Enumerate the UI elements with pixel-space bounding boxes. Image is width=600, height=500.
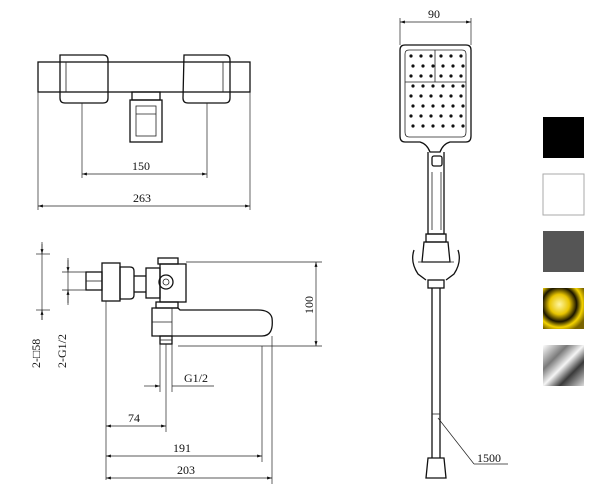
spray-hole (461, 124, 465, 128)
spray-hole (449, 114, 453, 118)
spray-hole (451, 124, 455, 128)
spray-hole (461, 104, 465, 108)
side-view-mixer: 2-□58 2-G1/2 100 G1/2 74 191 203 (29, 242, 322, 484)
spray-hole (419, 54, 423, 58)
spray-hole (459, 94, 463, 98)
spray-hole (411, 124, 415, 128)
spray-hole (409, 54, 413, 58)
swatch-white (542, 173, 585, 216)
swatch-gold (543, 288, 584, 329)
spray-hole (419, 74, 423, 78)
spray-hole (439, 74, 443, 78)
spray-hole (459, 114, 463, 118)
spray-hole (441, 84, 445, 88)
spray-hole (429, 94, 433, 98)
spray-hole (411, 84, 415, 88)
dim-side-thread: 2-G1/2 (55, 334, 69, 368)
spray-hole (461, 84, 465, 88)
spray-hole (459, 74, 463, 78)
spray-hole (411, 64, 415, 68)
dim-150: 150 (132, 159, 150, 173)
dim-191: 191 (173, 441, 191, 455)
spray-hole (459, 54, 463, 58)
spray-hole (411, 104, 415, 108)
spray-hole (431, 84, 435, 88)
spray-hole (441, 64, 445, 68)
spray-hole (461, 64, 465, 68)
spray-hole (451, 84, 455, 88)
spray-hole (421, 84, 425, 88)
spray-hole (449, 94, 453, 98)
spray-hole (409, 114, 413, 118)
spray-hole (431, 64, 435, 68)
spray-hole (429, 74, 433, 78)
hand-shower: 90 1500 (399, 7, 508, 479)
spray-hole (429, 114, 433, 118)
spray-holes (409, 54, 465, 128)
spray-hole (421, 104, 425, 108)
spray-hole (421, 64, 425, 68)
dim-1500: 1500 (477, 451, 501, 465)
spray-hole (421, 124, 425, 128)
swatch-black (543, 117, 584, 158)
spray-hole (439, 54, 443, 58)
dim-74: 74 (128, 411, 140, 425)
dim-90: 90 (428, 7, 440, 21)
top-view-mixer: 150 263 (37, 54, 251, 210)
spray-hole (419, 94, 423, 98)
spray-hole (419, 114, 423, 118)
spray-hole (449, 74, 453, 78)
spray-hole (441, 124, 445, 128)
dim-263: 263 (133, 191, 151, 205)
finish-swatches (542, 117, 585, 386)
spray-hole (409, 74, 413, 78)
spray-hole (441, 104, 445, 108)
spray-hole (451, 104, 455, 108)
spray-hole (409, 94, 413, 98)
swatch-chrome (543, 345, 584, 386)
spray-hole (439, 114, 443, 118)
spray-hole (431, 104, 435, 108)
swatch-gunmetal (543, 231, 584, 272)
dim-g12: G1/2 (184, 371, 208, 385)
dim-100: 100 (302, 296, 316, 314)
spray-hole (431, 124, 435, 128)
spray-hole (439, 94, 443, 98)
spray-hole (449, 54, 453, 58)
dim-side-square: 2-□58 (29, 339, 43, 368)
dim-203: 203 (177, 463, 195, 477)
spray-hole (429, 54, 433, 58)
spray-hole (451, 64, 455, 68)
